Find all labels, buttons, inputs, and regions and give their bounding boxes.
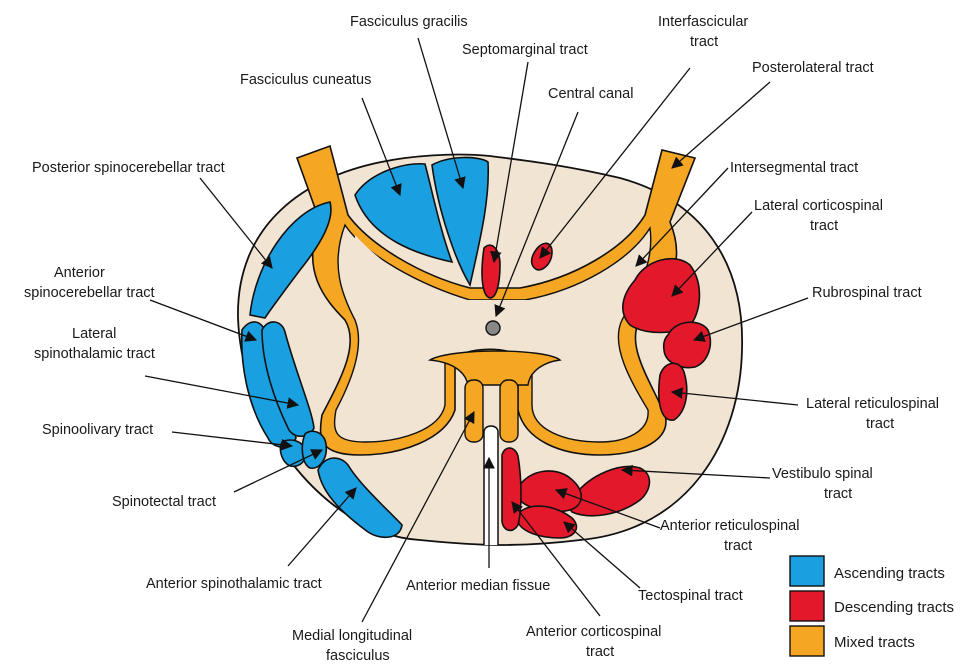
anterior-median-fissure <box>484 426 498 545</box>
label-posterior-spinocerebellar: Posterior spinocerebellar tract <box>32 160 225 176</box>
label-spinotectal: Spinotectal tract <box>112 494 216 510</box>
ptr-posterolateral <box>672 82 770 168</box>
ptr-anterior-spinothalamic <box>288 488 356 566</box>
label-anterior-median-fissue: Anterior median fissue <box>406 578 550 594</box>
label-fasciculus-gracilis: Fasciculus gracilis <box>350 14 468 30</box>
label-anterior-spinocerebellar: Anterior spinocerebellar tract <box>24 265 155 301</box>
label-vestibulo-spinal: Vestibulo spinal tract <box>772 466 877 502</box>
legend-label-mixed: Mixed tracts <box>834 634 915 651</box>
label-lateral-spinothalamic: Lateral spinothalamic tract <box>34 326 155 362</box>
legend-label-ascending: Ascending tracts <box>834 565 945 582</box>
label-central-canal: Central canal <box>548 86 633 102</box>
legend-swatch-ascending <box>790 556 824 586</box>
anterior-corticospinal-tract-shape <box>502 448 521 530</box>
label-lateral-corticospinal: Lateral corticospinal tract <box>754 198 887 234</box>
label-septomarginal: Septomarginal tract <box>462 42 588 58</box>
label-tectospinal: Tectospinal tract <box>638 588 743 604</box>
label-fasciculus-cuneatus: Fasciculus cuneatus <box>240 72 371 88</box>
label-intersegmental: Intersegmental tract <box>730 160 858 176</box>
legend-label-descending: Descending tracts <box>834 599 954 616</box>
ptr-posterior-spinocerebellar <box>200 178 272 268</box>
label-anterior-corticospinal: Anterior corticospinal tract <box>526 624 665 660</box>
label-anterior-spinothalamic: Anterior spinothalamic tract <box>146 576 322 592</box>
label-interfascicular: Interfascicular tract <box>658 14 752 50</box>
legend-swatch-descending <box>790 591 824 621</box>
label-medial-longitudinal: Medial longitudinal fasciculus <box>292 628 416 664</box>
label-lateral-reticulospinal: Lateral reticulospinal tract <box>806 396 943 432</box>
label-spinoolivary: Spinoolivary tract <box>42 422 153 438</box>
label-posterolateral: Posterolateral tract <box>752 60 874 76</box>
legend: Ascending tracts Descending tracts Mixed… <box>790 556 954 656</box>
label-anterior-reticulospinal: Anterior reticulospinal tract <box>660 518 803 554</box>
central-canal <box>486 321 500 335</box>
label-rubrospinal: Rubrospinal tract <box>812 285 922 301</box>
legend-swatch-mixed <box>790 626 824 656</box>
septomarginal-tract-shape <box>482 245 500 298</box>
